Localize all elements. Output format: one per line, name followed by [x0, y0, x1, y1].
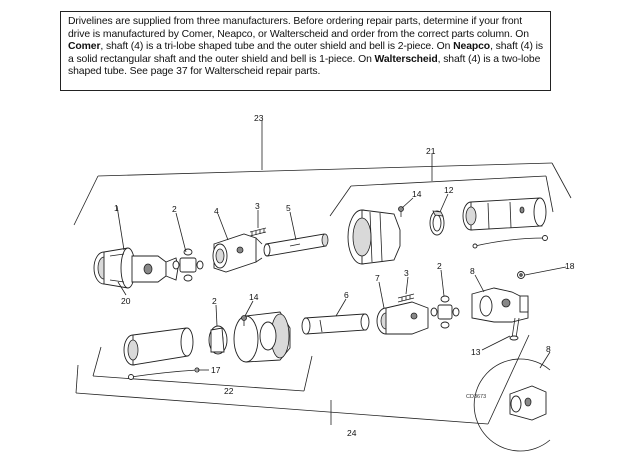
bell-assembly-20	[93, 247, 179, 289]
bracket-21	[329, 154, 554, 217]
leader-lines	[116, 193, 567, 371]
spring-pin-3-top	[249, 227, 267, 237]
callout-7: 7	[375, 273, 380, 283]
shield-bell-bottom	[233, 311, 291, 363]
note-neapco: Neapco	[453, 41, 491, 53]
callout-2-right: 2	[437, 261, 442, 271]
callout-24: 24	[347, 428, 357, 438]
inner-shaft-5	[263, 233, 329, 257]
bearing-ring-12	[429, 210, 445, 236]
note-text-3: , shaft (4) is a solid rectangular shaft…	[68, 41, 543, 65]
callout-14-bottom: 14	[249, 292, 259, 302]
outer-shield-tube	[462, 197, 547, 231]
yoke-7	[376, 301, 429, 335]
note-text-1: Drivelines are supplied from three manuf…	[68, 16, 529, 40]
note-text-2: , shaft (4) is a tri-lobe shaped tube an…	[100, 41, 454, 53]
note-comer: Comer	[68, 41, 101, 53]
callout-6: 6	[344, 290, 349, 300]
grease-fitting-14-bottom	[241, 315, 247, 326]
yoke-4	[212, 233, 263, 273]
callout-22: 22	[224, 386, 234, 396]
repair-note: Drivelines are supplied from three manuf…	[60, 11, 551, 91]
callout-18: 18	[565, 261, 575, 271]
callout-1: 1	[114, 203, 119, 213]
nut-18	[517, 271, 525, 279]
bracket-24	[75, 334, 530, 425]
callout-20: 20	[121, 296, 131, 306]
grease-fitting-14-top	[398, 206, 404, 217]
callout-2-top: 2	[172, 204, 177, 214]
callout-14-top: 14	[412, 189, 422, 199]
cross-bearing-2-bottom	[430, 295, 460, 329]
yoke-8	[471, 287, 529, 323]
detail-inset-8	[473, 358, 551, 452]
callout-3-bottom: 3	[404, 268, 409, 278]
outer-shaft-6	[301, 313, 370, 335]
callout-21: 21	[426, 146, 436, 156]
spring-pin-3-bottom	[397, 293, 415, 303]
shield-tube-22	[123, 327, 194, 366]
callout-2-bottom: 2	[212, 296, 217, 306]
callout-12: 12	[444, 185, 454, 195]
callout-13: 13	[471, 347, 481, 357]
bracket-23	[73, 120, 572, 226]
callout-8-inset: 8	[546, 344, 551, 354]
cross-bearing-2-top	[172, 248, 204, 282]
callout-3-top: 3	[255, 201, 260, 211]
note-walterscheid: Walterscheid	[374, 53, 438, 65]
bearing-ring-2-bottom	[208, 325, 228, 355]
callout-17: 17	[211, 365, 221, 375]
callout-5: 5	[286, 203, 291, 213]
note-text-4: , shaft (4) is a two-lobe shaped tube. S…	[68, 53, 541, 78]
safety-chain-17	[128, 367, 200, 380]
callout-4: 4	[214, 206, 219, 216]
figure-code: CD3673	[466, 394, 486, 400]
callout-8-top: 8	[470, 266, 475, 276]
safety-chain-top	[472, 235, 548, 249]
shield-bell-21	[347, 209, 401, 265]
bracket-22	[92, 346, 313, 392]
bolt-13	[509, 317, 520, 341]
callout-23: 23	[254, 113, 264, 123]
